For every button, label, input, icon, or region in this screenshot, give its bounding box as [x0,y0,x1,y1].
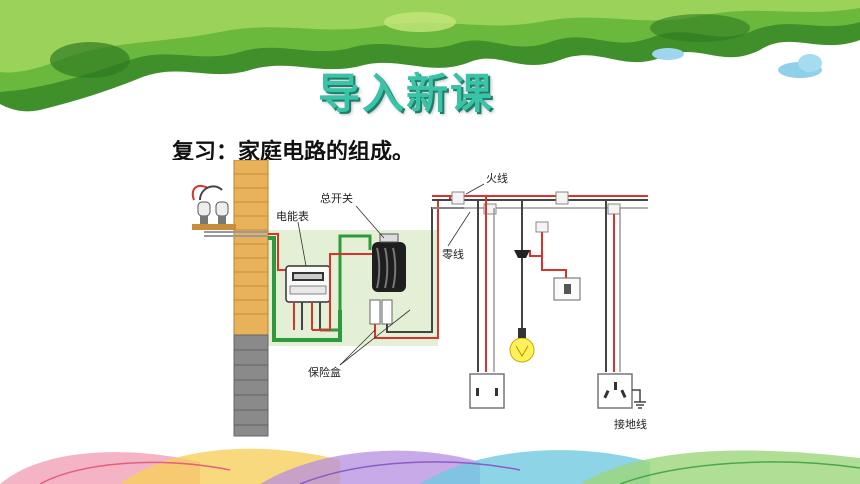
label-ground-wire: 接地线 [614,417,647,431]
main-switch [372,233,406,292]
ground-symbol-icon [632,389,646,409]
label-neutral-wire: 零线 [442,247,464,261]
label-meter: 电能表 [276,209,309,223]
slide-title: 导入新课 [318,69,495,118]
ceiling-lamp [509,250,535,363]
bottom-scribble-decoration [0,448,860,484]
brick-wall [233,160,269,437]
wall-socket-3pin [597,373,633,409]
foliage-banner [0,0,860,112]
light-switch [553,277,581,301]
label-live-wire: 火线 [486,171,508,185]
household-circuit-diagram: 电能表 总开关 保险盒 火线 零线 接地线 [170,160,674,440]
electricity-meter [285,265,331,330]
label-main-switch: 总开关 [320,191,353,205]
insulator-bracket [191,184,268,237]
cloud-icon [652,48,822,78]
label-fuse-box: 保险盒 [308,365,341,379]
wall-socket [469,373,505,409]
